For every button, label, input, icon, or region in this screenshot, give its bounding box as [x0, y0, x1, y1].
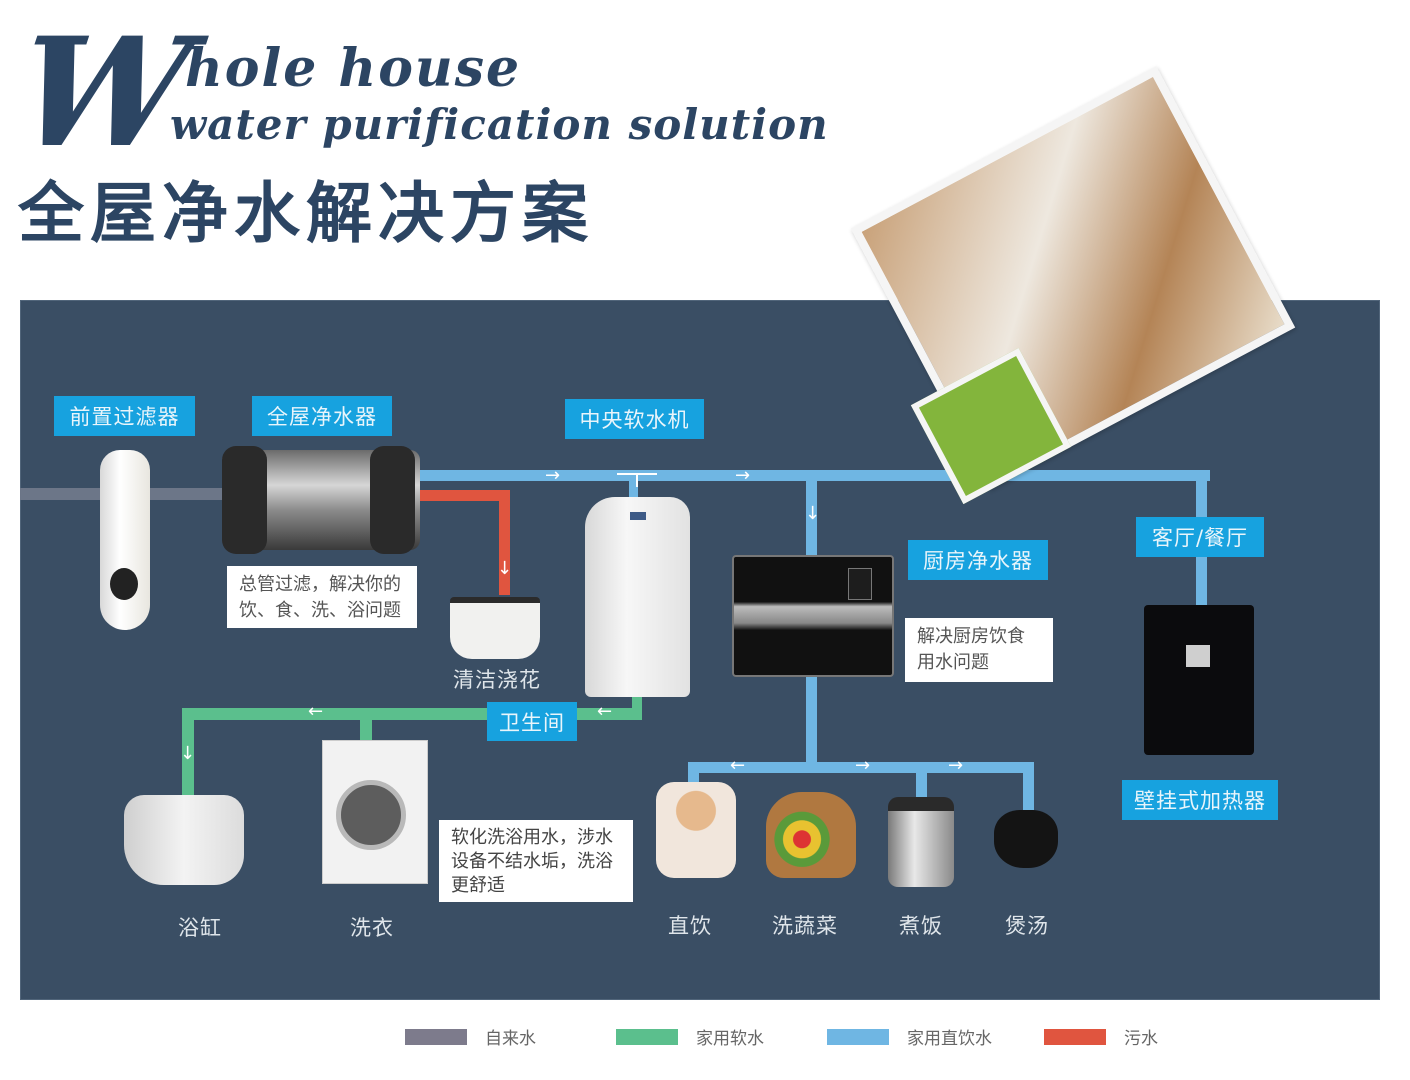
label-soup: 煲汤 [1005, 914, 1049, 938]
title-en-line2: water purification solution [170, 100, 829, 149]
pipe-kitchen-branch [688, 762, 1034, 773]
note-softening: 软化洗浴用水，涉水设备不结水垢，洗浴更舒适 [439, 820, 633, 902]
bucket-image [450, 597, 540, 659]
legend-swatch-grey [405, 1028, 467, 1045]
arrow-left-icon: ← [730, 755, 746, 776]
pre-filter-image [100, 450, 150, 630]
purifier-endcap-left [222, 446, 267, 554]
legend-direct-drink-water: 家用直饮水 [827, 1024, 992, 1049]
pipe-softener-drop [629, 470, 638, 500]
note-main-filter: 总管过滤，解决你的饮、食、洗、浴问题 [227, 566, 417, 628]
arrow-left-icon: ← [308, 701, 324, 722]
label-drink: 直饮 [668, 914, 712, 938]
wall-heater-tap [1186, 645, 1210, 667]
label-laundry: 洗衣 [350, 916, 394, 940]
tag-central-softener: 中央软水机 [565, 399, 704, 439]
arrow-down-icon: ↓ [497, 558, 513, 579]
child-drinking-image [656, 782, 736, 878]
softener-valve-stem [636, 473, 638, 487]
pipe-bathtub-drop [182, 708, 194, 808]
pipe-soft-rise [632, 690, 642, 720]
legend-swatch-blue [827, 1028, 889, 1045]
pipe-direct-main [415, 470, 1210, 481]
tag-kitchen-purifier: 厨房净水器 [908, 540, 1048, 580]
arrow-right-icon: → [545, 465, 561, 486]
legend-swatch-red [1044, 1028, 1106, 1045]
label-bathtub: 浴缸 [178, 916, 222, 940]
arrow-left-icon: ← [597, 701, 613, 722]
arrow-down-icon: ↓ [805, 503, 821, 524]
pipe-waste [415, 490, 510, 501]
legend-swatch-green [616, 1028, 678, 1045]
pipe-rice-drop [916, 762, 927, 797]
kitchen-purifier-panel [848, 568, 872, 600]
label-garden: 清洁浇花 [453, 668, 541, 692]
legend-label: 污水 [1124, 1029, 1158, 1049]
softener-display [630, 512, 646, 520]
label-cook-rice: 煮饭 [899, 914, 943, 938]
arrow-right-icon: → [855, 755, 871, 776]
legend-label: 家用软水 [696, 1029, 764, 1049]
label-wash-veg: 洗蔬菜 [772, 914, 838, 938]
arrow-right-icon: → [948, 755, 964, 776]
legend-label: 自来水 [485, 1029, 536, 1049]
pipe-waste-drop [499, 490, 510, 595]
softener-image [585, 497, 690, 697]
wall-heater-image [1144, 605, 1254, 755]
bathtub-image [124, 795, 244, 885]
tag-whole-house-purifier: 全屋净水器 [252, 396, 392, 436]
tag-bathroom: 卫生间 [487, 702, 577, 741]
arrow-down-icon: ↓ [180, 743, 196, 764]
legend-tap-water: 自来水 [405, 1024, 536, 1049]
legend-soft-water: 家用软水 [616, 1024, 764, 1049]
title-en-line1: hole house [185, 38, 522, 99]
title-cn: 全屋净水解决方案 [18, 175, 594, 252]
arrow-right-icon: → [735, 465, 751, 486]
soup-pot-image [994, 810, 1058, 868]
legend-label: 家用直饮水 [907, 1029, 992, 1049]
vegetable-basket-image [766, 792, 856, 878]
tag-pre-filter: 前置过滤器 [54, 396, 195, 436]
legend-waste-water: 污水 [1044, 1024, 1158, 1049]
tag-living-dining: 客厅/餐厅 [1136, 517, 1264, 557]
pressure-cooker-image [888, 797, 954, 887]
note-kitchen: 解决厨房饮食用水问题 [905, 618, 1053, 682]
washing-machine-door [336, 780, 406, 850]
tag-wall-heater: 壁挂式加热器 [1122, 780, 1278, 820]
title-initial-w: W [7, 5, 181, 181]
pre-filter-gauge [110, 568, 138, 600]
pipe-drink-drop [688, 762, 699, 787]
purifier-endcap-right [370, 446, 415, 554]
pipe-soup-drop [1023, 762, 1034, 810]
pipe-laundry-drop [360, 708, 372, 746]
